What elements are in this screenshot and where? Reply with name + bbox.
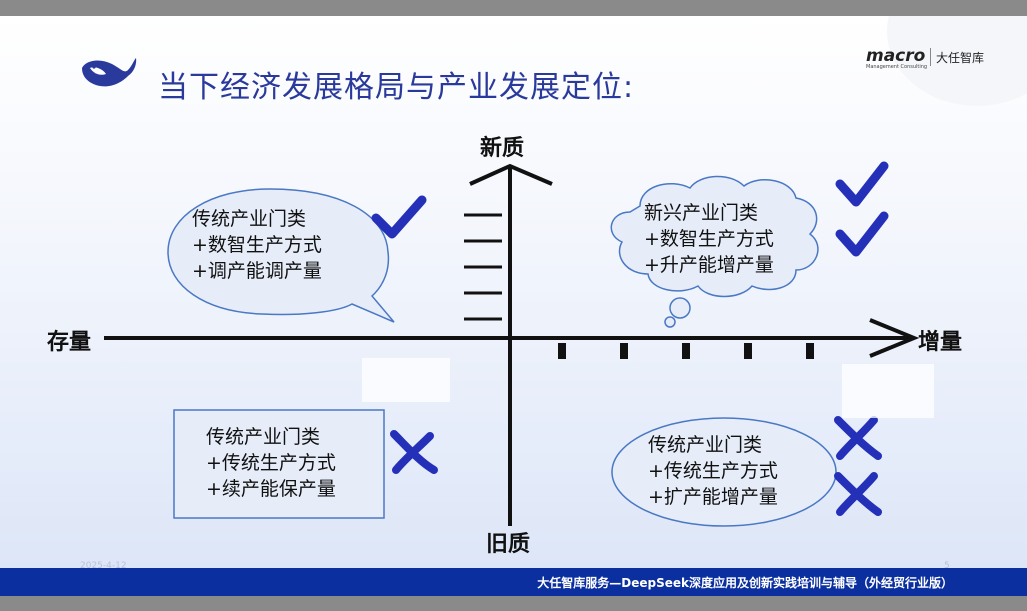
slide-date: 2025-4-12: [80, 561, 127, 568]
quadrant-line: 传统产业门类: [192, 208, 307, 230]
axis-label-right: 增量: [918, 330, 963, 355]
overlay-patch: [362, 358, 450, 402]
quadrant-line: 新兴产业门类: [644, 202, 759, 224]
quadrant-line: 传统产业门类: [206, 426, 321, 448]
horizontal-ticks: [558, 343, 814, 359]
quadrant-diagram: [104, 161, 920, 527]
slide-title: 当下经济发展格局与产业发展定位:: [158, 70, 635, 105]
whale-logo-icon: [82, 58, 137, 87]
box-bottom-left: [173, 409, 385, 519]
quadrant-line: +扩产能增产量: [648, 486, 778, 508]
footer-text: 大任智库服务—DeepSeek深度应用及创新实践培训与辅导（外经贸行业版）: [537, 576, 953, 590]
h-tick: [806, 343, 814, 359]
ellipse-bottom-right: [611, 417, 837, 527]
quadrant-line: +传统生产方式: [648, 460, 778, 482]
axis-label-bottom: 旧质: [486, 532, 531, 557]
quadrant-top-left-text: 传统产业门类 +数智生产方式 +调产能调产量: [192, 206, 322, 284]
quadrant-line: +数智生产方式: [192, 234, 322, 256]
brand-logo: macro Management Consulting 大任智库: [866, 46, 984, 70]
quadrant-line: +传统生产方式: [206, 452, 336, 474]
overlay-patch: [842, 364, 934, 418]
top-bar: [0, 0, 1027, 16]
quadrant-line: 传统产业门类: [648, 434, 763, 456]
h-tick: [744, 343, 752, 359]
speech-bubble-top-left: [167, 188, 395, 323]
quadrant-top-right-text: 新兴产业门类 +数智生产方式 +升产能增产量: [644, 200, 774, 278]
vertical-ticks: [464, 213, 502, 321]
cross-icon: [834, 416, 882, 460]
quadrant-bottom-right-text: 传统产业门类 +传统生产方式 +扩产能增产量: [648, 432, 778, 510]
quadrant-line: +续产能保产量: [206, 478, 336, 500]
axis-label-top: 新质: [480, 136, 525, 161]
brand-name: macro: [866, 46, 926, 66]
h-tick: [620, 343, 628, 359]
cross-icon: [834, 472, 882, 516]
horizontal-axis-arrowhead: [869, 318, 920, 358]
check-icon: [371, 195, 427, 239]
thought-bubble-large: [669, 297, 691, 319]
cross-icon: [390, 430, 438, 474]
quadrant-line: +调产能调产量: [192, 260, 322, 282]
check-icon: [835, 211, 889, 257]
quadrant-line: +数智生产方式: [644, 228, 774, 250]
h-tick: [682, 343, 690, 359]
slide: macro Management Consulting 大任智库 当下经济发展格…: [0, 16, 1027, 568]
check-icon: [835, 161, 889, 207]
axis-label-left: 存量: [47, 330, 92, 355]
quadrant-line: +升产能增产量: [644, 254, 774, 276]
vertical-axis-arrowhead: [469, 163, 553, 186]
footer-bar: 大任智库服务—DeepSeek深度应用及创新实践培训与辅导（外经贸行业版）: [0, 568, 1027, 596]
brand-cn-name: 大任智库: [936, 51, 985, 65]
bottom-bar: [0, 596, 1027, 611]
brand-subtitle: Management Consulting: [866, 64, 928, 70]
h-tick: [558, 343, 566, 359]
thought-bubble-small: [664, 316, 676, 328]
brand-divider: [930, 48, 931, 66]
slide-page-number: 5: [944, 561, 950, 568]
thought-cloud-top-right: [610, 175, 819, 298]
quadrant-bottom-left-text: 传统产业门类 +传统生产方式 +续产能保产量: [206, 424, 336, 502]
